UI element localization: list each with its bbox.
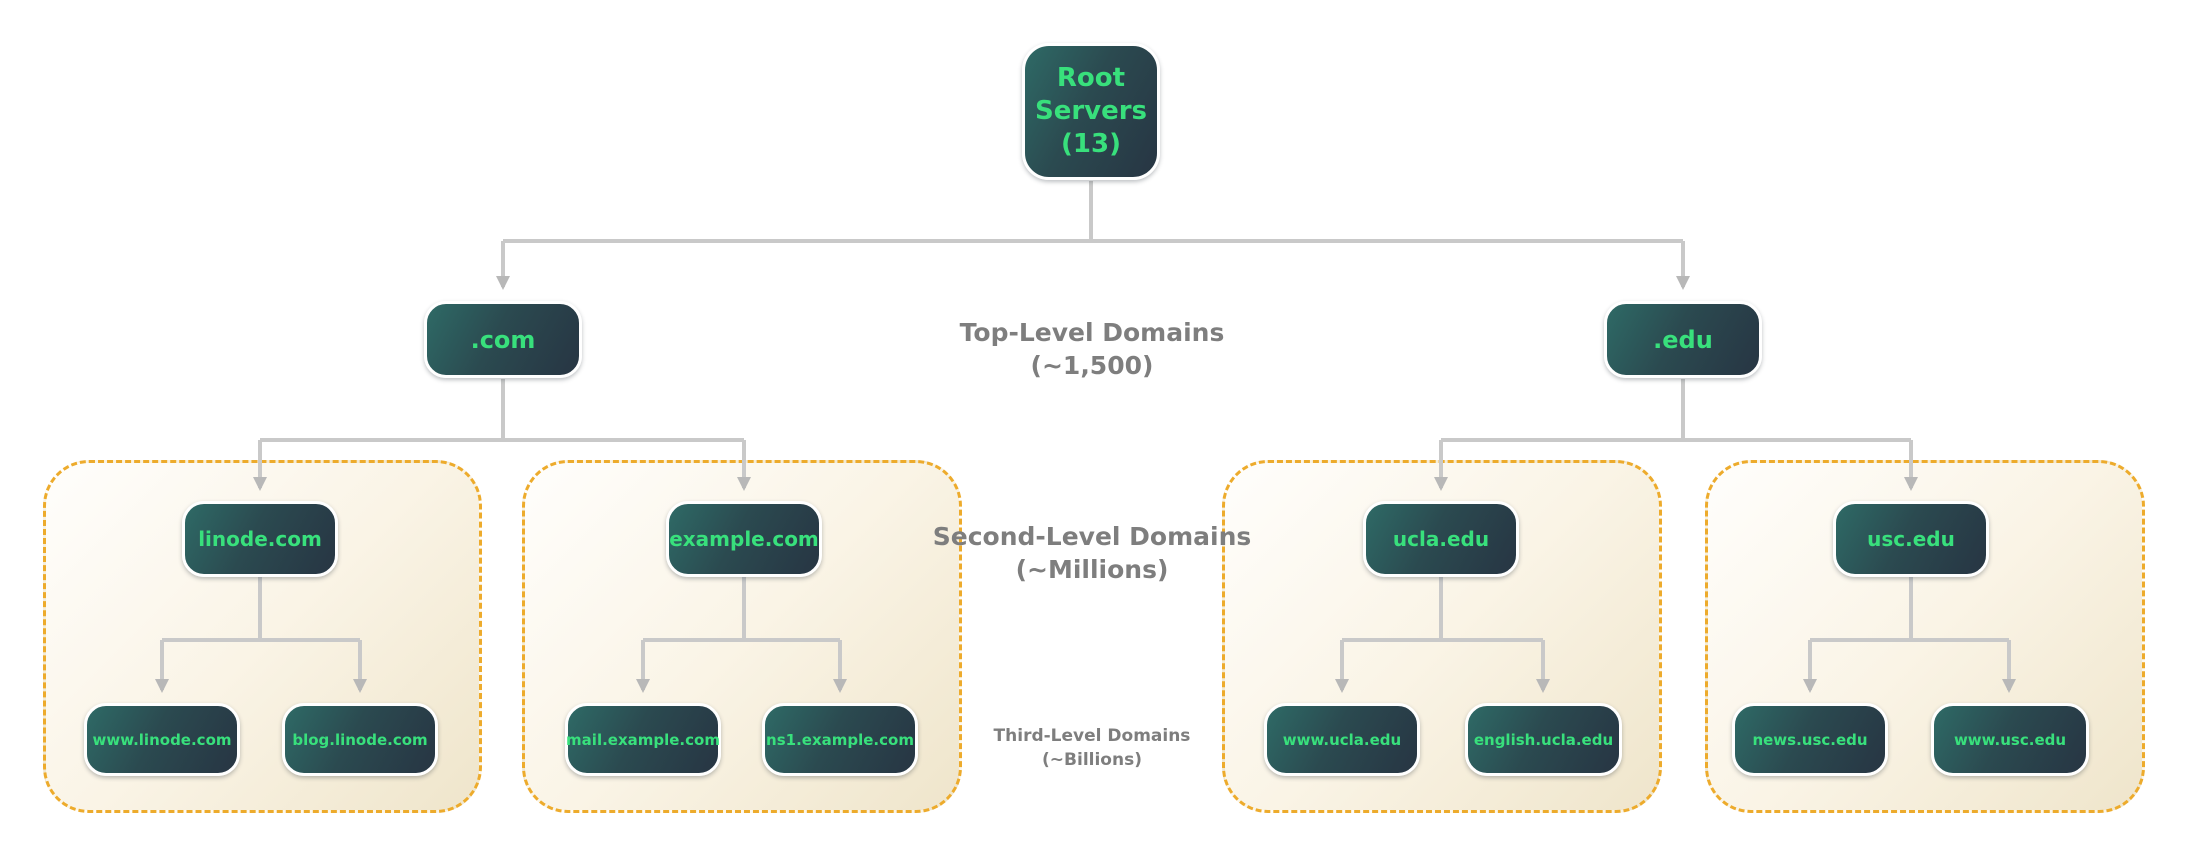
label-top-level-domains: Top-Level Domains (~1,500): [842, 316, 1342, 382]
node-english-ucla-edu: english.ucla.edu: [1465, 703, 1622, 776]
node-example-com: example.com: [666, 501, 822, 577]
node-ucla-edu: ucla.edu: [1363, 501, 1519, 577]
connector-com-to-slds: [253, 379, 751, 491]
label-second-level-domains: Second-Level Domains (~Millions): [842, 520, 1342, 586]
label-top-level-line2: (~1,500): [1030, 351, 1154, 380]
node-www-ucla-edu: www.ucla.edu: [1264, 703, 1420, 776]
connector-example-to-children: [636, 577, 847, 693]
connector-ucla-to-children: [1335, 577, 1550, 693]
label-third-level-domains: Third-Level Domains (~Billions): [842, 724, 1342, 772]
label-third-level-line1: Third-Level Domains: [993, 726, 1191, 746]
label-second-level-line1: Second-Level Domains: [932, 522, 1252, 551]
node-edu: .edu: [1604, 301, 1762, 378]
node-com: .com: [424, 301, 582, 378]
label-third-level-line2: (~Billions): [1042, 750, 1142, 770]
node-linode-com: linode.com: [182, 501, 338, 577]
connector-linode-to-children: [155, 577, 367, 693]
connector-usc-to-children: [1803, 577, 2016, 693]
node-root-servers: Root Servers (13): [1022, 43, 1160, 180]
connector-root-to-tlds: [496, 181, 1690, 290]
node-usc-edu: usc.edu: [1833, 501, 1989, 577]
node-news-usc-edu: news.usc.edu: [1732, 703, 1888, 776]
connector-edu-to-slds: [1434, 379, 1918, 491]
label-second-level-line2: (~Millions): [1015, 555, 1169, 584]
label-top-level-line1: Top-Level Domains: [959, 318, 1225, 347]
node-blog-linode-com: blog.linode.com: [282, 703, 438, 776]
node-www-usc-edu: www.usc.edu: [1931, 703, 2089, 776]
node-ns1-example-com: ns1.example.com: [762, 703, 918, 776]
node-mail-example-com: mail.example.com: [565, 703, 721, 776]
node-www-linode-com: www.linode.com: [84, 703, 240, 776]
